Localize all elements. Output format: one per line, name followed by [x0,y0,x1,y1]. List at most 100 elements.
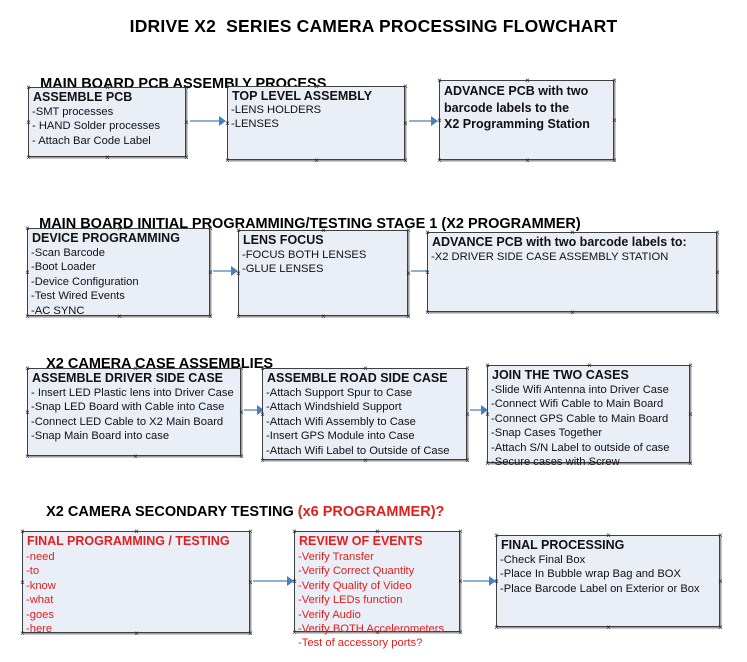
resize-handle-s[interactable] [313,157,320,164]
list-item: -Attach Wifi Label to Outside of Case [266,444,450,457]
node-join-the-two-cases[interactable]: JOIN THE TWO CASES -Slide Wifi Antenna i… [484,362,690,468]
node-assemble-driver-side-case[interactable]: ASSEMBLE DRIVER SIDE CASE - Insert LED P… [27,368,241,456]
resize-handle-ne[interactable] [464,365,471,372]
node-item-list: -Attach Support Spur to Case -Attach Win… [266,386,464,458]
resize-handle-ne[interactable] [402,83,409,90]
resize-handle-ne[interactable] [714,229,721,236]
list-item: -Attach Wifi Assembly to Case [266,415,416,428]
list-item: -Boot Loader [31,261,96,274]
resize-handle-ne[interactable] [687,362,694,369]
resize-handle-se[interactable] [717,624,724,631]
resize-handle-e[interactable] [687,411,694,418]
resize-handle-sw[interactable] [24,313,31,320]
node-top-level-assembly[interactable]: TOP LEVEL ASSEMBLY -LENS HOLDERS -LENSES [227,86,405,160]
node-final-programming-testing[interactable]: FINAL PROGRAMMING / TESTING -need -to -k… [19,528,250,636]
list-item: -Connect LED Cable to X2 Main Board [31,415,224,428]
resize-handle-nw[interactable] [493,532,500,539]
resize-handle-se[interactable] [247,630,254,637]
node-lens-focus[interactable]: LENS FOCUS -FOCUS BOTH LENSES -GLUE LENS… [238,230,408,316]
node-item-list: -SMT processes - HAND Solder processes -… [32,105,183,148]
node-title: REVIEW OF EVENTS [299,534,423,548]
list-item: -LENSES [231,118,279,131]
resize-handle-e[interactable] [402,120,409,127]
resize-handle-ne[interactable] [717,532,724,539]
resize-handle-sw[interactable] [224,157,231,164]
node-final-processing[interactable]: FINAL PROCESSING -Check Final Box -Place… [496,535,720,627]
list-item: -FOCUS BOTH LENSES [242,249,367,261]
resize-handle-sw[interactable] [235,313,242,320]
resize-handle-ne[interactable] [611,77,618,84]
list-item: -Attach S/N Label to outside of case [491,441,670,454]
list-item: -Verify Quality of Video [298,579,412,592]
resize-handle-w[interactable] [19,579,26,586]
arrowhead-icon [231,266,238,276]
list-item: -what [26,594,54,607]
node-item-list: -need -to -know -what -goes -here [26,550,247,636]
resize-handle-s[interactable] [320,313,327,320]
resize-handle-nw[interactable] [436,77,443,84]
node-item-list: -Verify Transfer -Verify Correct Quantit… [298,550,457,651]
node-item-list: - Insert LED Plastic lens into Driver Ca… [31,386,238,444]
list-item: - Attach Bar Code Label [32,134,151,147]
resize-handle-e[interactable] [183,119,190,126]
resize-handle-sw[interactable] [484,460,491,467]
resize-handle-se[interactable] [714,309,721,316]
resize-handle-s[interactable] [132,453,139,460]
resize-handle-se[interactable] [464,457,471,464]
resize-handle-s[interactable] [605,624,612,631]
node-advance-pcb-driver-side-station[interactable]: ADVANCE PCB with two barcode labels to: … [427,232,717,312]
resize-handle-sw[interactable] [19,630,26,637]
resize-handle-sw[interactable] [25,154,32,161]
resize-handle-e[interactable] [611,117,618,124]
list-item: -Snap Main Board into case [31,430,170,443]
resize-handle-se[interactable] [402,157,409,164]
resize-handle-sw[interactable] [24,453,31,460]
connector-device-to-lens [213,270,234,272]
resize-handle-sw[interactable] [259,457,266,464]
list-item: -need [26,551,55,563]
resize-handle-e[interactable] [717,578,724,585]
list-item: -Test Wired Events [31,290,125,303]
resize-handle-ne[interactable] [457,528,464,535]
node-review-of-events[interactable]: REVIEW OF EVENTS -Verify Transfer -Verif… [294,531,460,649]
list-item: -AC SYNC [31,304,85,317]
resize-handle-se[interactable] [611,157,618,164]
resize-handle-sw[interactable] [291,629,298,636]
list-item: -Test of accessory ports? [298,637,423,650]
list-item: barcode labels to the [444,101,570,115]
node-item-list: -Check Final Box -Place In Bubble wrap B… [500,553,717,596]
resize-handle-s[interactable] [104,154,111,161]
resize-handle-se[interactable] [183,154,190,161]
resize-handle-s[interactable] [524,157,531,164]
list-item: -LENS HOLDERS [231,104,322,116]
node-assemble-pcb[interactable]: ASSEMBLE PCB -SMT processes - HAND Solde… [28,87,186,157]
node-title: DEVICE PROGRAMMING [32,231,180,245]
node-item-list: -FOCUS BOTH LENSES -GLUE LENSES [242,248,405,277]
resize-handle-se[interactable] [687,460,694,467]
resize-handle-se[interactable] [457,629,464,636]
node-assemble-road-side-case[interactable]: ASSEMBLE ROAD SIDE CASE -Attach Support … [262,368,467,460]
node-device-programming[interactable]: DEVICE PROGRAMMING -Scan Barcode -Boot L… [24,228,210,317]
resize-handle-e[interactable] [464,411,471,418]
resize-handle-e[interactable] [714,269,721,276]
connector-final-prog-to-review [253,580,289,582]
resize-handle-nw[interactable] [484,362,491,369]
node-advance-pcb-programming-station[interactable]: ADVANCE PCB with two barcode labels to t… [439,80,614,160]
list-item: -to [26,565,40,578]
resize-handle-s[interactable] [362,457,369,464]
resize-handle-s[interactable] [569,309,576,316]
resize-handle-se[interactable] [207,313,214,320]
node-title: LENS FOCUS [243,233,324,247]
resize-handle-w[interactable] [24,269,31,276]
resize-handle-se[interactable] [405,313,412,320]
connector-review-to-final-processing [463,580,492,582]
resize-handle-nw[interactable] [19,528,26,535]
resize-handle-sw[interactable] [493,624,500,631]
resize-handle-w[interactable] [25,119,32,126]
resize-handle-sw[interactable] [424,309,431,316]
resize-handle-sw[interactable] [436,157,443,164]
connector-road-to-join [470,409,484,411]
resize-handle-se[interactable] [238,453,245,460]
resize-handle-w[interactable] [24,409,31,416]
